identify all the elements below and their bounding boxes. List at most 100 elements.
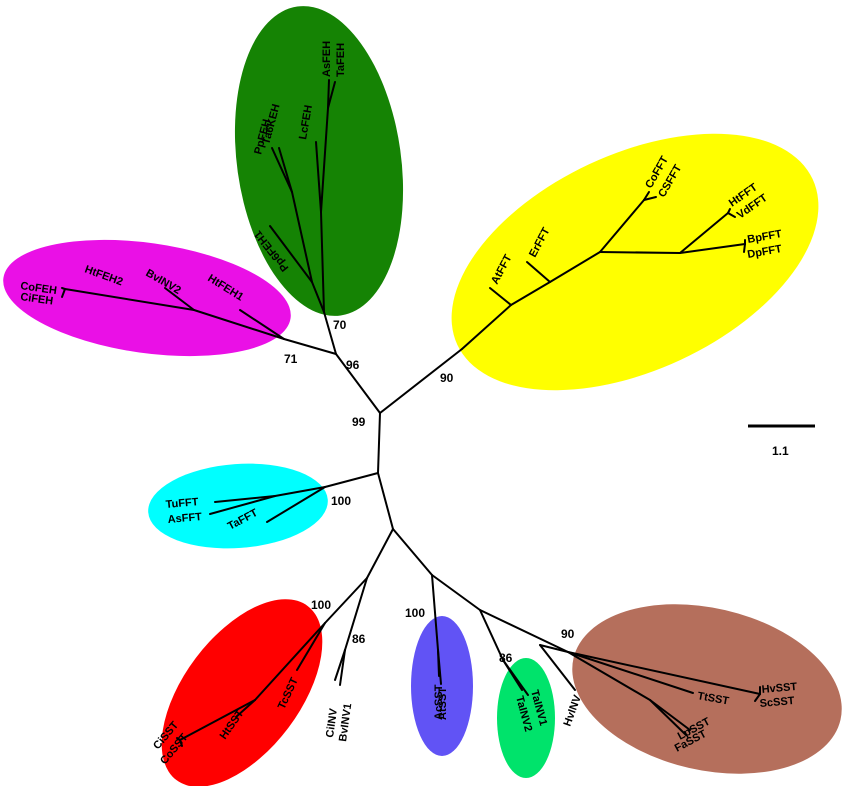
taxon-label: HvINV xyxy=(562,693,585,728)
support-value: 100 xyxy=(405,606,425,620)
branch xyxy=(324,472,379,488)
branch xyxy=(643,196,657,201)
branch xyxy=(431,574,481,611)
branch xyxy=(754,693,761,702)
branch xyxy=(366,528,394,579)
branch xyxy=(379,348,463,414)
branch xyxy=(311,281,325,313)
branch xyxy=(324,577,368,624)
support-value: 99 xyxy=(352,415,366,429)
branch xyxy=(567,651,761,695)
scale-bar-label: 1.1 xyxy=(772,444,789,458)
branch xyxy=(296,622,326,671)
branch xyxy=(392,528,433,576)
branch xyxy=(278,147,293,193)
branch xyxy=(179,699,256,741)
branch xyxy=(567,651,651,701)
branch xyxy=(679,212,729,254)
branch xyxy=(727,212,736,218)
clade-yellow-ellipse xyxy=(451,133,819,391)
branch xyxy=(599,251,681,254)
branch xyxy=(327,79,330,109)
branch xyxy=(649,699,691,731)
branch xyxy=(274,486,326,497)
support-value: 70 xyxy=(333,318,347,332)
taxon-label: AcSST xyxy=(433,684,445,720)
branch xyxy=(743,243,746,253)
support-value: 100 xyxy=(331,494,351,508)
support-value: 96 xyxy=(346,358,360,372)
branch xyxy=(164,287,195,311)
branch xyxy=(679,243,746,254)
branch xyxy=(502,659,529,696)
taxon-label: AsFEH xyxy=(321,41,333,77)
support-value: 100 xyxy=(311,598,331,612)
branch xyxy=(271,147,293,193)
branch xyxy=(489,287,512,306)
support-value: 86 xyxy=(352,632,366,646)
clade-green-ellipse xyxy=(234,6,404,316)
taxon-label: CoFEH xyxy=(20,280,58,297)
support-value: 90 xyxy=(561,627,575,641)
tree-branches xyxy=(61,79,761,747)
taxon-label: CiFEH xyxy=(20,291,54,307)
branch xyxy=(209,495,276,515)
branch xyxy=(283,338,337,355)
branch xyxy=(344,577,368,651)
taxon-label: CiINV xyxy=(324,707,340,738)
branch xyxy=(526,261,551,283)
branch xyxy=(339,649,346,686)
branch xyxy=(269,225,313,283)
branch xyxy=(377,412,381,474)
branch xyxy=(539,644,576,691)
branch xyxy=(461,304,512,350)
branch xyxy=(61,288,66,298)
taxon-label: AsFFT xyxy=(167,511,202,526)
support-values: 70 96 71 90 99 100 100 86 100 86 90 xyxy=(284,318,575,665)
branch xyxy=(479,609,569,653)
branch xyxy=(327,81,336,109)
branch xyxy=(335,353,381,414)
branch xyxy=(643,191,650,201)
branch xyxy=(320,107,329,213)
branch xyxy=(437,649,442,685)
taxon-label: TaFEH xyxy=(335,43,347,77)
clade-magenta-ellipse xyxy=(3,239,291,357)
support-value: 86 xyxy=(499,651,513,665)
branch xyxy=(431,574,439,651)
clade-brown-ellipse xyxy=(572,604,842,774)
branch xyxy=(510,281,551,306)
support-value: 90 xyxy=(440,371,454,385)
clade-blue-ellipse xyxy=(411,616,473,756)
branch xyxy=(235,699,256,718)
branch xyxy=(599,199,645,253)
branch xyxy=(549,251,601,283)
branch xyxy=(649,699,687,736)
branch xyxy=(315,141,322,213)
clade-red-ellipse xyxy=(161,599,323,786)
branch xyxy=(539,644,569,653)
branch xyxy=(193,309,285,340)
support-value: 71 xyxy=(284,352,298,366)
taxon-label: HvSST xyxy=(761,681,798,696)
branch xyxy=(377,472,394,530)
branch xyxy=(479,609,504,661)
branch xyxy=(64,288,195,311)
scale-bar: 1.1 xyxy=(748,424,815,458)
branch xyxy=(291,191,313,283)
branch xyxy=(239,309,285,340)
branch xyxy=(320,211,325,313)
branch xyxy=(254,622,326,701)
taxon-label: TuFFT xyxy=(165,496,199,511)
taxon-label: ScSST xyxy=(759,695,795,710)
branch xyxy=(266,486,326,523)
branch xyxy=(179,739,183,747)
clade-lightgreen-ellipse xyxy=(497,658,555,778)
taxon-label: LcFEH xyxy=(297,104,315,140)
branch xyxy=(567,651,694,694)
taxon-label: AtSST xyxy=(437,687,449,720)
branch xyxy=(323,311,337,355)
taxon-label: TtSST xyxy=(696,690,730,707)
branch xyxy=(214,495,276,503)
